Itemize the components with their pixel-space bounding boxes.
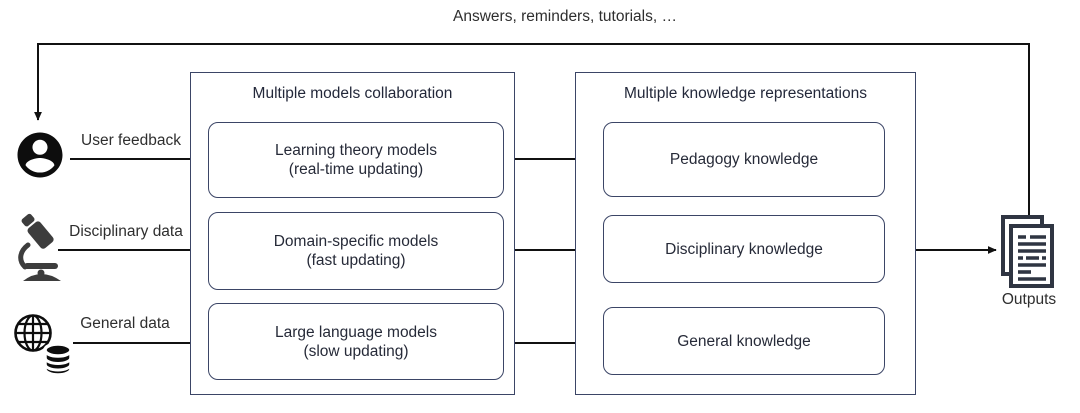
user-icon bbox=[17, 132, 63, 178]
box-label: Disciplinary knowledge bbox=[665, 240, 823, 258]
database-icon bbox=[43, 342, 72, 377]
box-label: General knowledge bbox=[677, 332, 811, 350]
box-line1: Learning theory models bbox=[275, 142, 437, 159]
box-line2: (slow updating) bbox=[303, 342, 409, 360]
box-label: Pedagogy knowledge bbox=[669, 151, 819, 168]
outputs-label: Outputs bbox=[1001, 291, 1057, 308]
box-line2: (fast updating) bbox=[306, 252, 406, 269]
box-line1: Domain-specific models bbox=[273, 233, 439, 250]
general-knowledge-box: General knowledge bbox=[603, 307, 885, 375]
disciplinary-data-label: Disciplinary data bbox=[69, 223, 183, 240]
general-data-label: General data bbox=[80, 315, 170, 332]
feedback-loop-arrow bbox=[34, 43, 1030, 217]
user-feedback-label: User feedback bbox=[81, 132, 181, 149]
globe-database-icon bbox=[14, 314, 72, 377]
knowledge-panel: Multiple knowledge representations Pedag… bbox=[575, 72, 916, 395]
knowledge-panel-title: Multiple knowledge representations bbox=[624, 85, 867, 102]
disciplinary-knowledge-box: Disciplinary knowledge bbox=[603, 215, 885, 283]
large-language-models-box: Large language models (slow updating) bbox=[208, 303, 504, 380]
models-panel-title: Multiple models collaboration bbox=[252, 85, 453, 102]
box-line1: Large language models bbox=[274, 323, 437, 341]
feedback-label: Answers, reminders, tutorials, … bbox=[453, 8, 677, 25]
models-panel: Multiple models collaboration Learning t… bbox=[190, 72, 515, 395]
microscope-icon bbox=[18, 213, 61, 281]
documents-icon bbox=[1001, 215, 1054, 288]
domain-specific-models-box: Domain-specific models (fast updating) bbox=[208, 212, 504, 290]
pedagogy-knowledge-box: Pedagogy knowledge bbox=[603, 122, 885, 197]
box-line2: (real-time updating) bbox=[288, 161, 424, 178]
learning-theory-models-box: Learning theory models (real-time updati… bbox=[208, 122, 504, 198]
